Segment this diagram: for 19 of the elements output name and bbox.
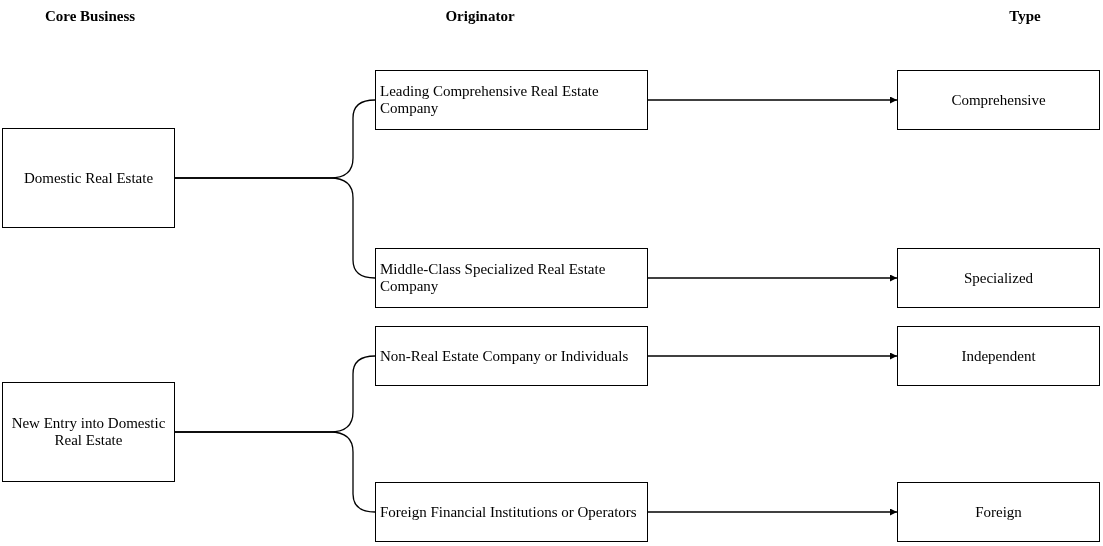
text-box: New Entry into Domestic Real Estate xyxy=(2,382,175,482)
arrow xyxy=(647,274,898,282)
brace-connector xyxy=(174,177,376,279)
arrow xyxy=(647,352,898,360)
text-box: Specialized xyxy=(897,248,1100,308)
arrow xyxy=(647,508,898,516)
arrow xyxy=(647,96,898,104)
column-heading: Type xyxy=(1009,8,1041,25)
column-heading: Originator xyxy=(445,8,515,25)
column-heading: Core Business xyxy=(44,8,136,25)
text-box: Foreign Financial Institutions or Operators xyxy=(375,482,648,542)
text-box: Independent xyxy=(897,326,1100,386)
text-box: Domestic Real Estate xyxy=(2,128,175,228)
text-box: Leading Comprehensive Real Estate Company xyxy=(375,70,648,130)
text-box: Foreign xyxy=(897,482,1100,542)
text-box: Middle-Class Specialized Real Estate Company xyxy=(375,248,648,308)
text-box: Comprehensive xyxy=(897,70,1100,130)
text-box: Non-Real Estate Company or Individuals xyxy=(375,326,648,386)
brace-connector xyxy=(174,431,376,513)
